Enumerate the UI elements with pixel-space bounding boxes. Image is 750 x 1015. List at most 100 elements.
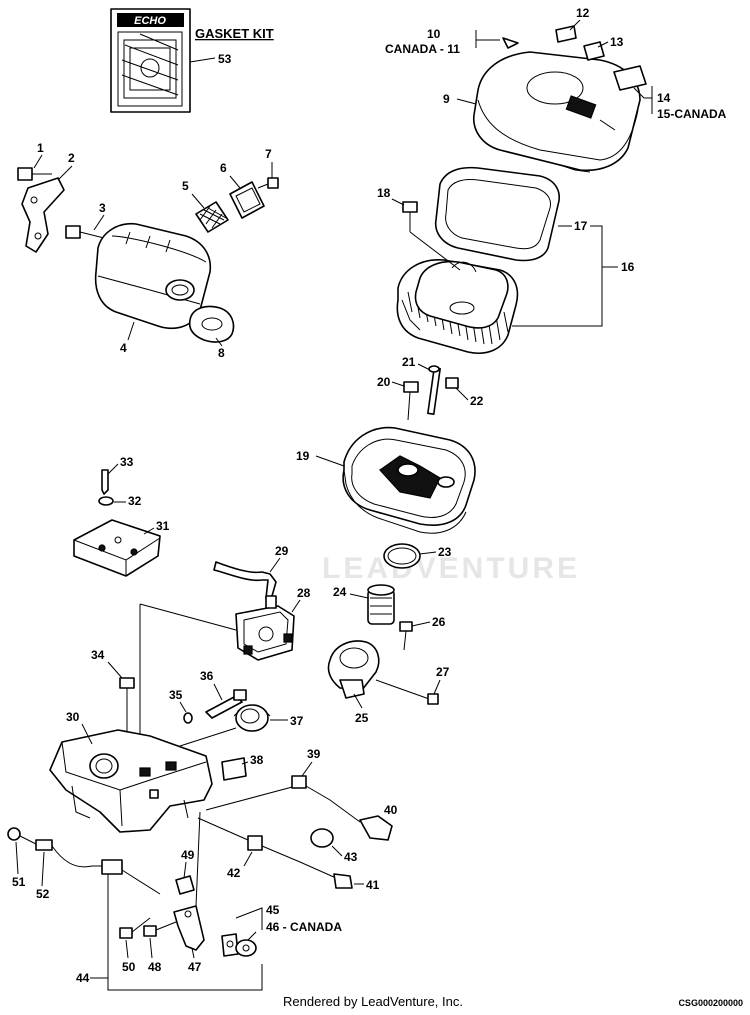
carburetor-28[interactable] [235,595,295,661]
callout-15[interactable]: 15-CANADA [657,107,727,121]
cover-plate-6[interactable] [229,181,265,219]
insulator-block-31[interactable] [73,519,161,577]
callout-33[interactable]: 33 [120,455,134,469]
callout-20[interactable]: 20 [377,375,391,389]
choke-rod-40[interactable] [305,785,393,841]
grommet-39[interactable] [291,775,307,789]
plate-38[interactable] [221,757,247,781]
callout-47[interactable]: 47 [188,960,202,974]
callout-30[interactable]: 30 [66,710,80,724]
callout-51[interactable]: 51 [12,875,26,889]
callout-35[interactable]: 35 [169,688,183,702]
bolt-3[interactable] [65,225,105,239]
washer-32[interactable] [98,496,114,506]
callout-21[interactable]: 21 [402,355,416,369]
callout-52[interactable]: 52 [36,887,50,901]
lever-47[interactable] [173,905,205,951]
callout-23[interactable]: 23 [438,545,452,559]
callout-29[interactable]: 29 [275,544,289,558]
callout-18[interactable]: 18 [377,186,391,200]
callout-22[interactable]: 22 [470,394,484,408]
callout-7[interactable]: 7 [265,147,272,161]
callout-53[interactable]: 53 [218,52,232,66]
air-filter-element[interactable] [396,259,519,354]
callout-48[interactable]: 48 [148,960,162,974]
bolt-34[interactable] [119,677,135,712]
decal-10[interactable] [502,37,519,49]
choke-housing-25[interactable] [327,640,380,699]
switch-44[interactable] [101,859,123,875]
callout-6[interactable]: 6 [220,161,227,175]
bracket-2[interactable] [21,177,65,253]
callout-17[interactable]: 17 [574,219,588,233]
callout-24[interactable]: 24 [333,585,347,599]
callout-26[interactable]: 26 [432,615,446,629]
washer-45[interactable] [221,933,239,957]
fuel-line-29[interactable] [213,561,277,599]
ring-terminal-51[interactable] [7,827,37,845]
callout-2[interactable]: 2 [68,151,75,165]
spark-screen-5[interactable] [195,201,229,233]
callout-13[interactable]: 13 [610,35,624,49]
nut-22[interactable] [445,377,459,389]
callout-5[interactable]: 5 [182,179,189,193]
callout-34[interactable]: 34 [91,648,105,662]
gasket-kit-illustration[interactable]: ECHO [110,8,191,113]
stud-21[interactable] [427,365,441,415]
callout-38[interactable]: 38 [250,753,264,767]
callout-40[interactable]: 40 [384,803,398,817]
knob-37[interactable] [233,704,271,732]
screw-7[interactable] [257,177,279,189]
callout-11[interactable]: CANADA - 11 [385,42,460,56]
knob-nut-12[interactable] [555,25,577,43]
callout-49[interactable]: 49 [181,848,195,862]
carburetor-base-30[interactable] [49,729,213,833]
callout-27[interactable]: 27 [436,665,450,679]
clip-42[interactable] [197,817,263,851]
nut-46[interactable] [235,939,257,957]
callout-1[interactable]: 1 [37,141,44,155]
callout-41[interactable]: 41 [366,878,380,892]
callout-25[interactable]: 25 [355,711,369,725]
callout-42[interactable]: 42 [227,866,241,880]
callout-10[interactable]: 10 [427,27,441,41]
callout-45[interactable]: 45 [266,903,280,917]
screw-26[interactable] [399,621,413,651]
screw-50[interactable] [119,917,151,939]
clip-49[interactable] [175,875,195,895]
callout-28[interactable]: 28 [297,586,311,600]
callout-4[interactable]: 4 [120,341,127,355]
callout-50[interactable]: 50 [122,960,136,974]
air-cleaner-base[interactable] [342,426,476,534]
label-13[interactable] [583,41,605,61]
grommet-43[interactable] [310,828,334,848]
long-screw-27[interactable] [375,679,439,705]
adjust-screw-36[interactable] [205,689,247,719]
callout-37[interactable]: 37 [290,714,304,728]
callout-9[interactable]: 9 [443,92,450,106]
pre-filter-foam[interactable] [434,166,560,262]
label-14[interactable] [613,65,647,91]
callout-16[interactable]: 16 [621,260,635,274]
air-cleaner-cover[interactable] [473,51,641,173]
callout-12[interactable]: 12 [576,6,590,20]
bolt-18[interactable] [402,201,418,232]
bolt-1[interactable] [17,167,52,181]
pin-33[interactable] [101,469,109,495]
callout-31[interactable]: 31 [156,519,170,533]
screw-48[interactable] [143,921,177,937]
callout-19[interactable]: 19 [296,449,310,463]
callout-32[interactable]: 32 [128,494,142,508]
callout-44[interactable]: 44 [76,971,90,985]
throttle-rod-41[interactable] [261,845,353,889]
callout-14[interactable]: 14 [657,91,671,105]
callout-39[interactable]: 39 [307,747,321,761]
fuel-filter-24[interactable] [367,584,395,625]
callout-43[interactable]: 43 [344,850,358,864]
o-ring-35[interactable] [183,712,193,724]
callout-3[interactable]: 3 [99,201,106,215]
connector-52[interactable] [35,839,104,868]
callout-8[interactable]: 8 [218,346,225,360]
gasket-8[interactable] [188,305,235,343]
callout-46[interactable]: 46 - CANADA [266,920,342,934]
